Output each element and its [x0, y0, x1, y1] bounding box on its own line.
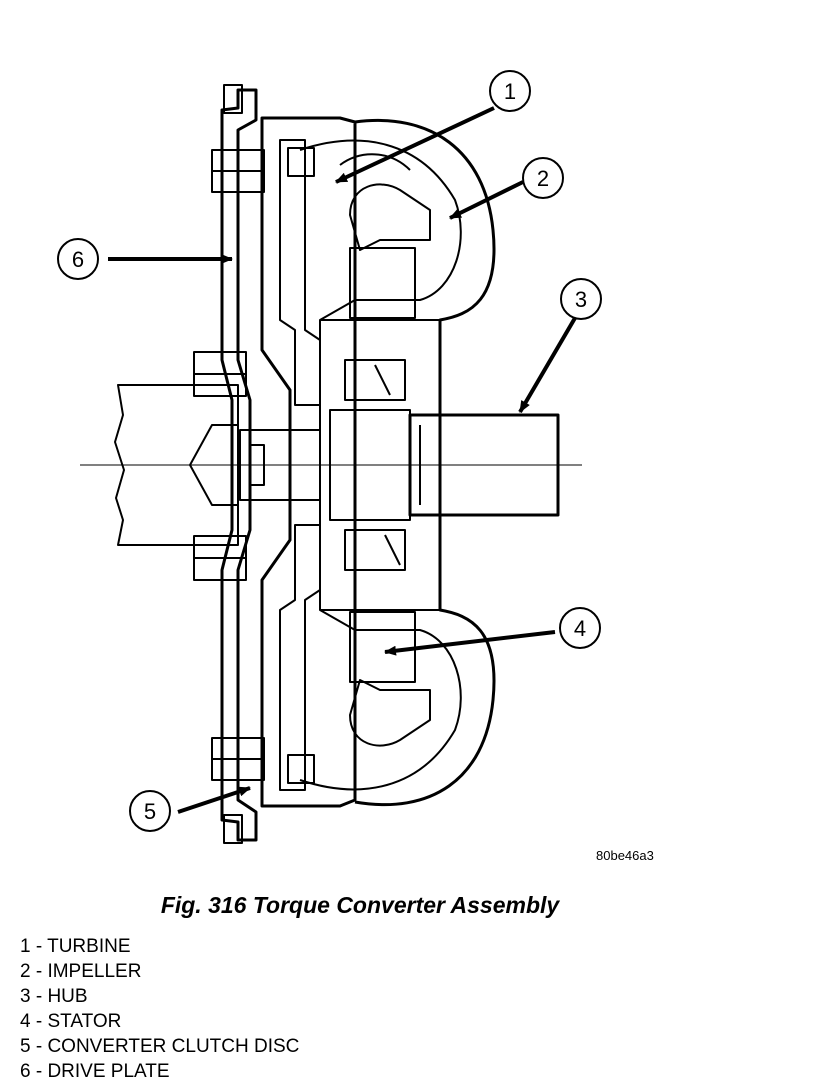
arrow-3 [518, 316, 577, 414]
arrow-4 [384, 630, 556, 656]
legend-item: 5 - CONVERTER CLUTCH DISC [20, 1036, 300, 1057]
callout-2-number: 2 [537, 166, 549, 191]
drive-plate [220, 88, 258, 842]
torque-converter-diagram: 1 2 3 4 5 6 [57, 70, 602, 844]
callout-1: 1 [489, 70, 531, 112]
parts-legend: 1 - TURBINE 2 - IMPELLER 3 - HUB 4 - STA… [20, 934, 299, 1084]
clutch-disc-upper [287, 147, 315, 177]
arrow-1 [335, 106, 495, 184]
flexplate-tab-bottom [223, 814, 243, 844]
clutch-disc-lower [287, 754, 315, 784]
callout-3-number: 3 [575, 287, 587, 312]
legend-item: 2 - IMPELLER [20, 961, 142, 982]
flexplate-tab-top [223, 84, 243, 114]
clutch-piston-upper [279, 139, 321, 406]
arrow-2 [449, 180, 524, 220]
callout-2: 2 [522, 157, 564, 199]
converter-cover [260, 116, 357, 808]
callout-5-number: 5 [144, 799, 156, 824]
callout-5: 5 [129, 790, 171, 832]
legend-item: 1 - TURBINE [20, 936, 131, 957]
figure-caption: Fig. 316 Torque Converter Assembly [160, 892, 560, 918]
callout-3: 3 [560, 278, 602, 320]
callout-6-number: 6 [72, 247, 84, 272]
impeller-shell [354, 119, 496, 807]
callout-4-number: 4 [574, 616, 586, 641]
callout-1-number: 1 [504, 79, 516, 104]
legend-item: 4 - STATOR [20, 1011, 122, 1032]
figure-reference-code: 80be46a3 [596, 848, 654, 863]
clutch-piston-lower [279, 524, 321, 791]
turbine-upper [299, 139, 462, 321]
callout-6: 6 [57, 238, 99, 280]
callout-4: 4 [559, 607, 601, 649]
stator-upper [349, 247, 416, 319]
turbine-lower [299, 609, 462, 791]
legend-item: 3 - HUB [20, 986, 88, 1007]
legend-item: 6 - DRIVE PLATE [20, 1061, 170, 1082]
stator-lower [349, 611, 416, 683]
arrow-5 [177, 786, 251, 814]
